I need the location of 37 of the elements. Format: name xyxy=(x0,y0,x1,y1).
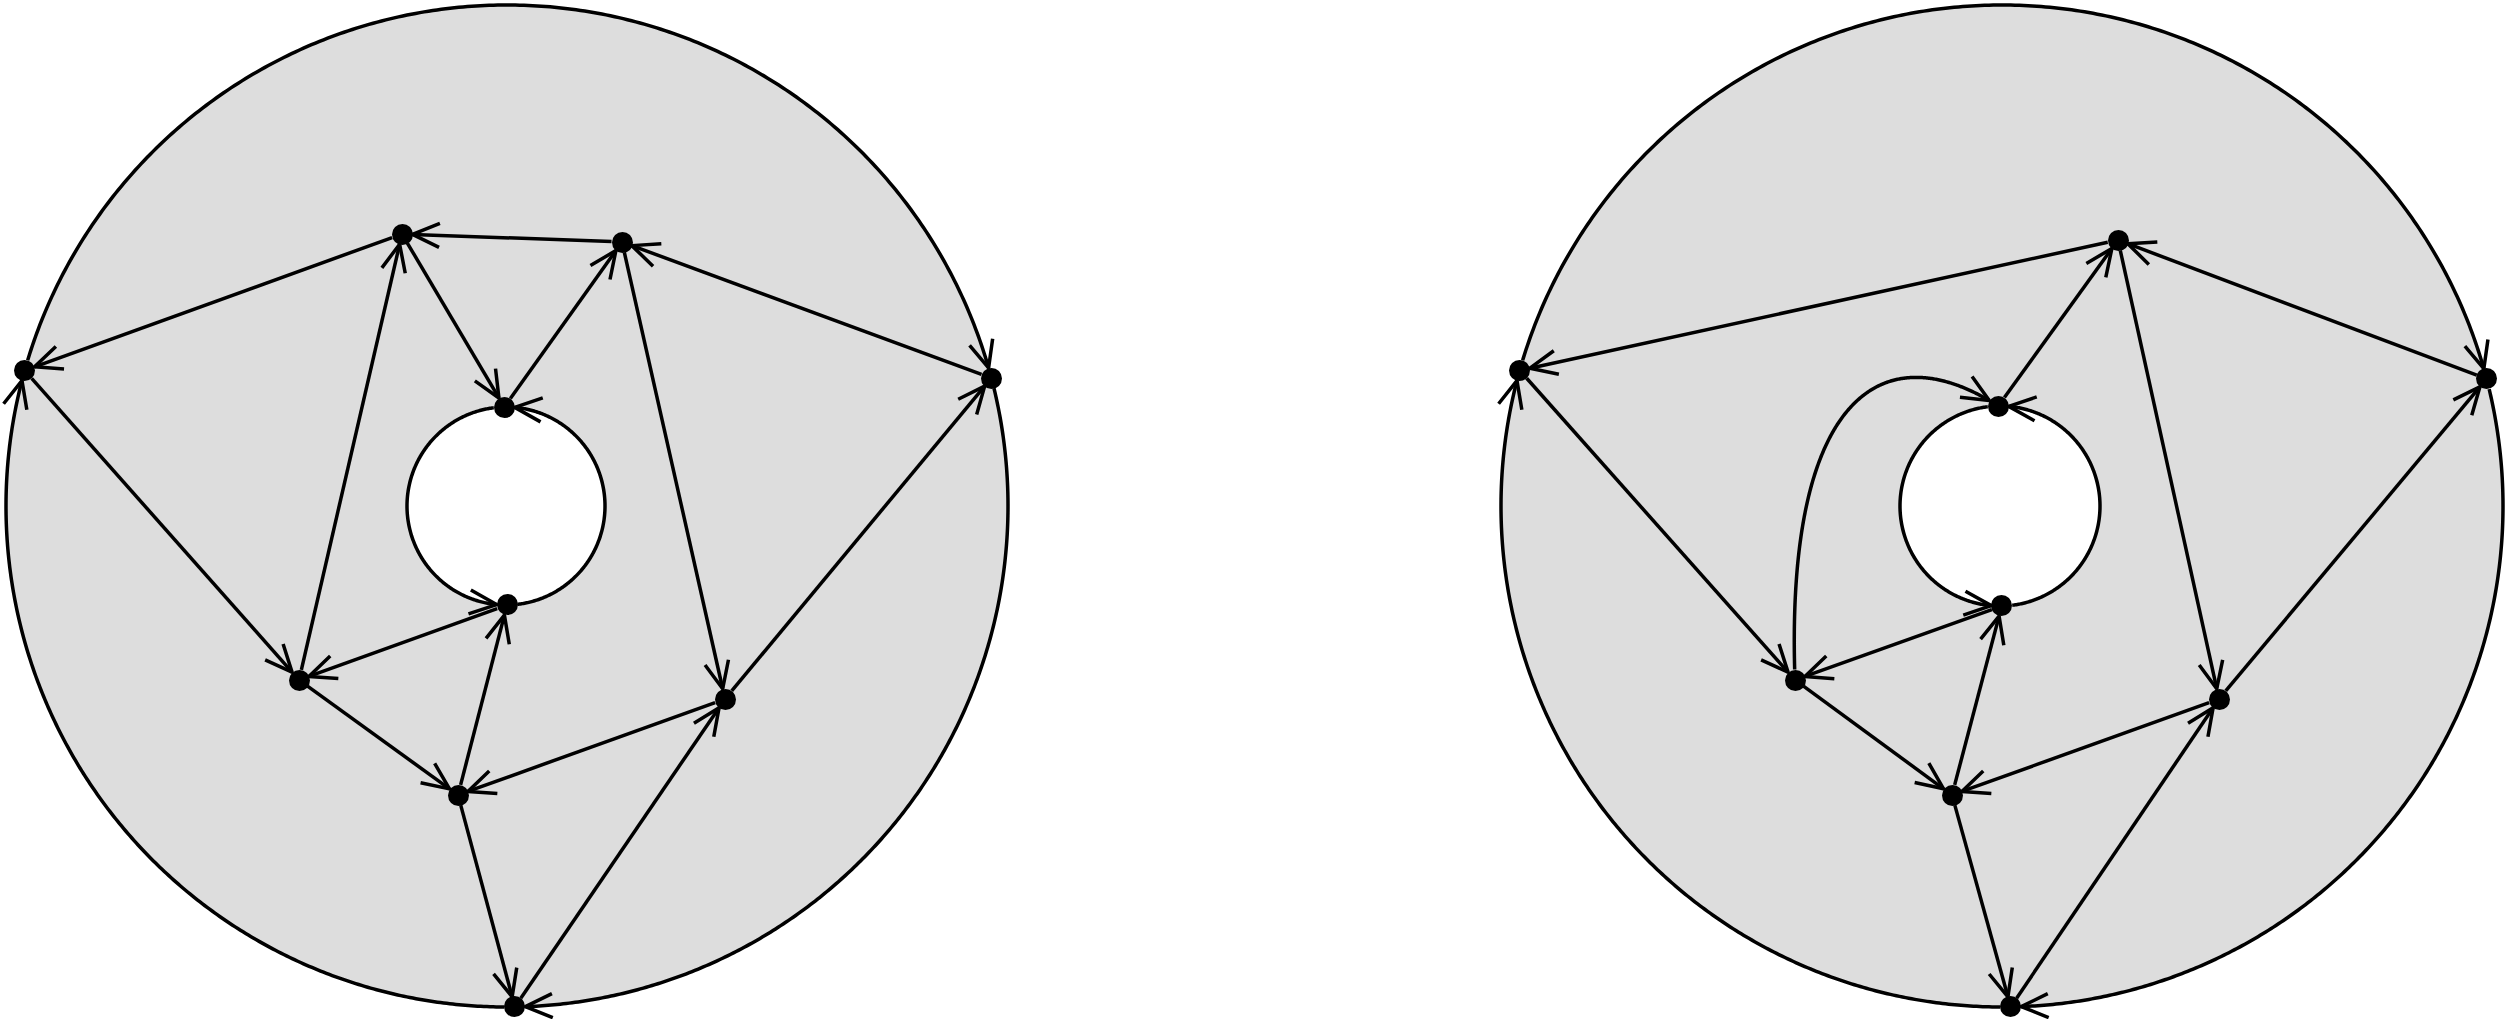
arrow xyxy=(508,248,618,400)
arrow xyxy=(1,378,505,1009)
arrow xyxy=(2019,388,2505,1019)
arrow xyxy=(2118,249,2225,691)
arrow xyxy=(30,377,294,674)
arrow xyxy=(2126,240,2478,377)
arrow xyxy=(519,705,721,1000)
arrow xyxy=(1802,684,1946,791)
arrow xyxy=(405,242,501,400)
arrow xyxy=(299,242,407,671)
arrow xyxy=(1953,804,2015,999)
arrow xyxy=(1960,700,2210,796)
arrow xyxy=(630,241,983,377)
arrow xyxy=(1898,405,1993,617)
arrow xyxy=(25,3,995,370)
arrow xyxy=(307,606,498,681)
arrow xyxy=(1792,374,1992,671)
arrow xyxy=(2224,385,2482,693)
arrow xyxy=(1520,3,2490,371)
arrow xyxy=(306,684,452,791)
arrow xyxy=(32,235,393,371)
arrow xyxy=(2015,705,2215,1000)
arrow xyxy=(2007,395,2102,607)
arrow xyxy=(1952,614,2006,786)
arrow xyxy=(1525,377,1790,674)
arrow xyxy=(1496,378,2001,1009)
arrow xyxy=(466,700,716,796)
arrow xyxy=(459,804,519,999)
arrow xyxy=(458,613,512,786)
arrow xyxy=(513,396,607,607)
arrow xyxy=(405,406,499,616)
arrow xyxy=(622,251,731,691)
arrow xyxy=(1528,240,2109,376)
arrow xyxy=(523,387,1010,1019)
arrow xyxy=(1803,607,1993,681)
arrow xyxy=(730,384,987,693)
arrow xyxy=(2003,246,2114,399)
